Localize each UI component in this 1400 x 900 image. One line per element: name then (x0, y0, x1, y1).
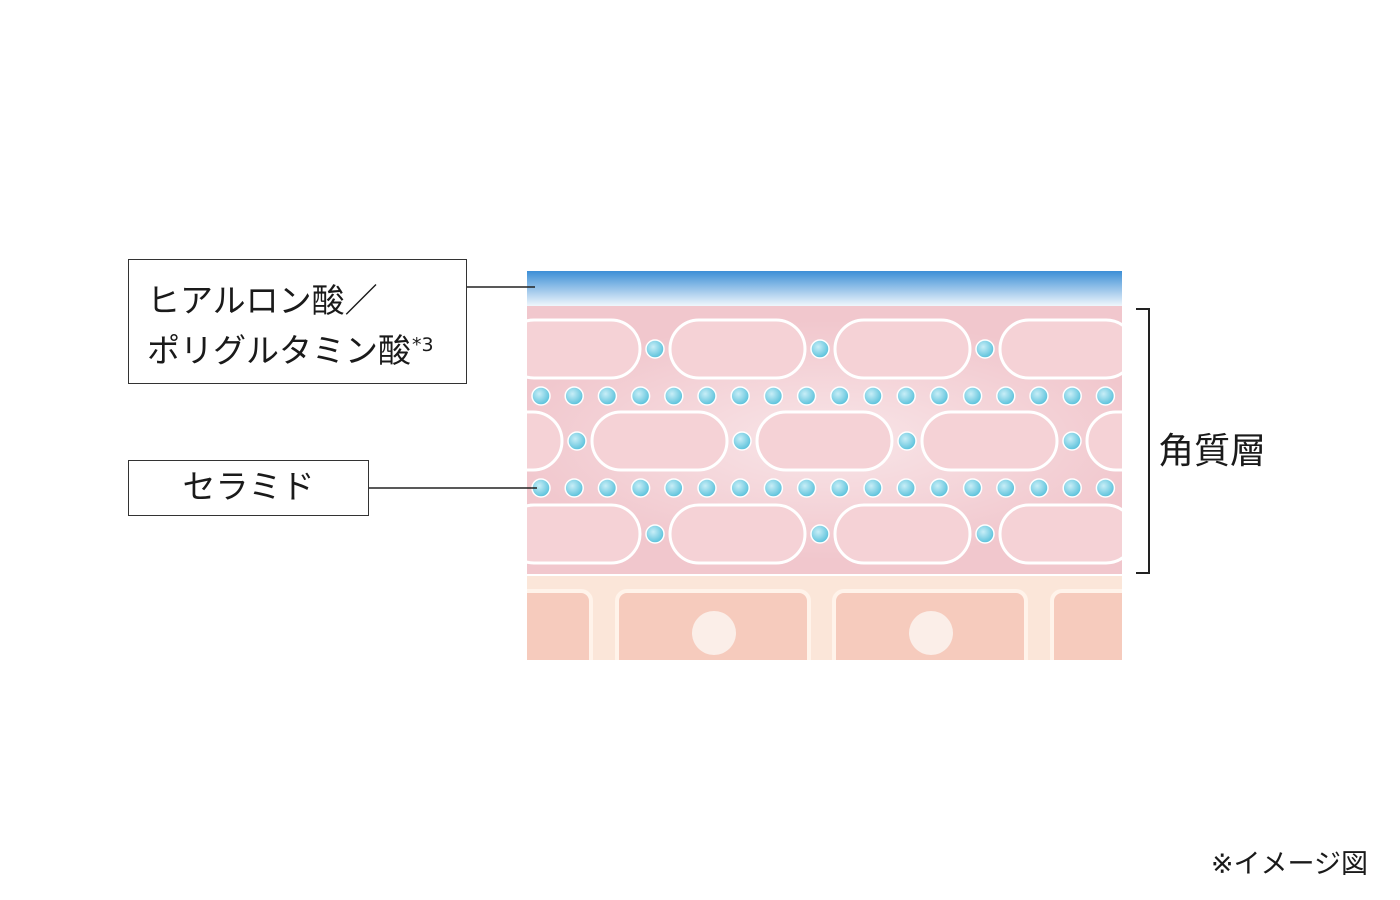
hyaluronic-acid-label-box: ヒアルロン酸／ ポリグルタミン酸*3 (128, 259, 467, 384)
stratum-corneum-label: 角質層 (1158, 431, 1267, 472)
polyglutamic-acid-text: ポリグルタミン酸 (147, 331, 411, 370)
ceramide-dot (697, 478, 717, 498)
ceramide-dot (975, 339, 995, 359)
ceramide-dot (664, 386, 684, 406)
ceramide-dot (730, 478, 750, 498)
ceramide-dot (730, 386, 750, 406)
corneocyte-cell (998, 503, 1122, 565)
cell-nucleus (692, 611, 736, 655)
ceramide-dot (732, 431, 752, 451)
ceramide-dot (897, 431, 917, 451)
epidermal-cell (1050, 589, 1122, 660)
ceramide-dot (567, 431, 587, 451)
ceramide-dot (929, 386, 950, 406)
ceramide-dot (763, 478, 784, 498)
ceramide-dot (863, 478, 883, 498)
ceramide-dot (1029, 386, 1049, 406)
corneocyte-cell (1165, 320, 1300, 378)
stratum-corneum-bracket (1136, 308, 1150, 574)
ceramide-dot (531, 386, 551, 406)
ceramide-dot (962, 478, 983, 498)
hyaluronic-acid-label: ヒアルロン酸／ (147, 281, 378, 320)
corneocyte-cell (527, 410, 564, 472)
ceramide-label: セラミド (182, 467, 315, 506)
ceramide-dot (1062, 431, 1082, 451)
lower-epidermis (527, 576, 1122, 660)
ceramide-dot (929, 478, 950, 498)
ceramide-dot (863, 386, 883, 406)
ceramide-dot (1306, 525, 1324, 543)
ceramide-dot (763, 386, 784, 406)
ceramide-dot (830, 478, 850, 498)
corneocyte-cell (833, 318, 972, 380)
corneocyte-cell (527, 318, 642, 380)
ceramide-dot (796, 386, 817, 406)
cell-nucleus (909, 611, 953, 655)
ceramide-dot (896, 478, 916, 498)
ceramide-dot (645, 524, 665, 544)
ceramide-dot (810, 339, 830, 359)
ceramide-dot (645, 339, 665, 359)
ceramide-dot (630, 478, 651, 498)
ceramide-dot (564, 386, 584, 406)
ceramide-dot (697, 386, 717, 406)
ceramide-dot (564, 478, 584, 498)
ceramide-dot (975, 524, 995, 544)
ceramide-dot (1095, 478, 1116, 498)
ceramide-dot (597, 386, 618, 406)
corneocyte-cell (590, 410, 729, 472)
ceramide-dot (1095, 386, 1116, 406)
corneocyte-cell (1085, 410, 1122, 472)
ceramide-dot (664, 478, 684, 498)
moisture-layer (527, 271, 1122, 309)
epidermal-cell (527, 589, 593, 660)
footnote-marker: *3 (412, 334, 434, 356)
polyglutamic-acid-label: ポリグルタミン酸*3 (147, 326, 466, 376)
ceramide-dot (597, 478, 618, 498)
image-note: ※イメージ図 (1210, 849, 1368, 880)
corneocyte-cell (527, 503, 642, 565)
ceramide-dot (810, 524, 830, 544)
ceramide-dot (1029, 478, 1049, 498)
corneocyte-cell (833, 503, 972, 565)
ceramide-dot (896, 386, 916, 406)
corneocyte-cell (755, 410, 894, 472)
ceramide-label-box: セラミド (128, 460, 369, 516)
corneocyte-cell (668, 503, 807, 565)
stratum-corneum (527, 306, 1324, 574)
corneocyte-cell (998, 318, 1122, 380)
corneocyte-cell (1165, 505, 1300, 563)
ceramide-dot (1062, 478, 1082, 498)
ceramide-dot (1306, 340, 1324, 358)
corneocyte-cell (920, 410, 1059, 472)
ceramide-dot (1062, 386, 1082, 406)
ceramide-dot (996, 478, 1016, 498)
ceramide-dot (796, 478, 817, 498)
corneocyte-cell (668, 318, 807, 380)
ceramide-dot (996, 386, 1016, 406)
ceramide-dot (830, 386, 850, 406)
ceramide-dot (962, 386, 983, 406)
ceramide-dot (630, 386, 651, 406)
